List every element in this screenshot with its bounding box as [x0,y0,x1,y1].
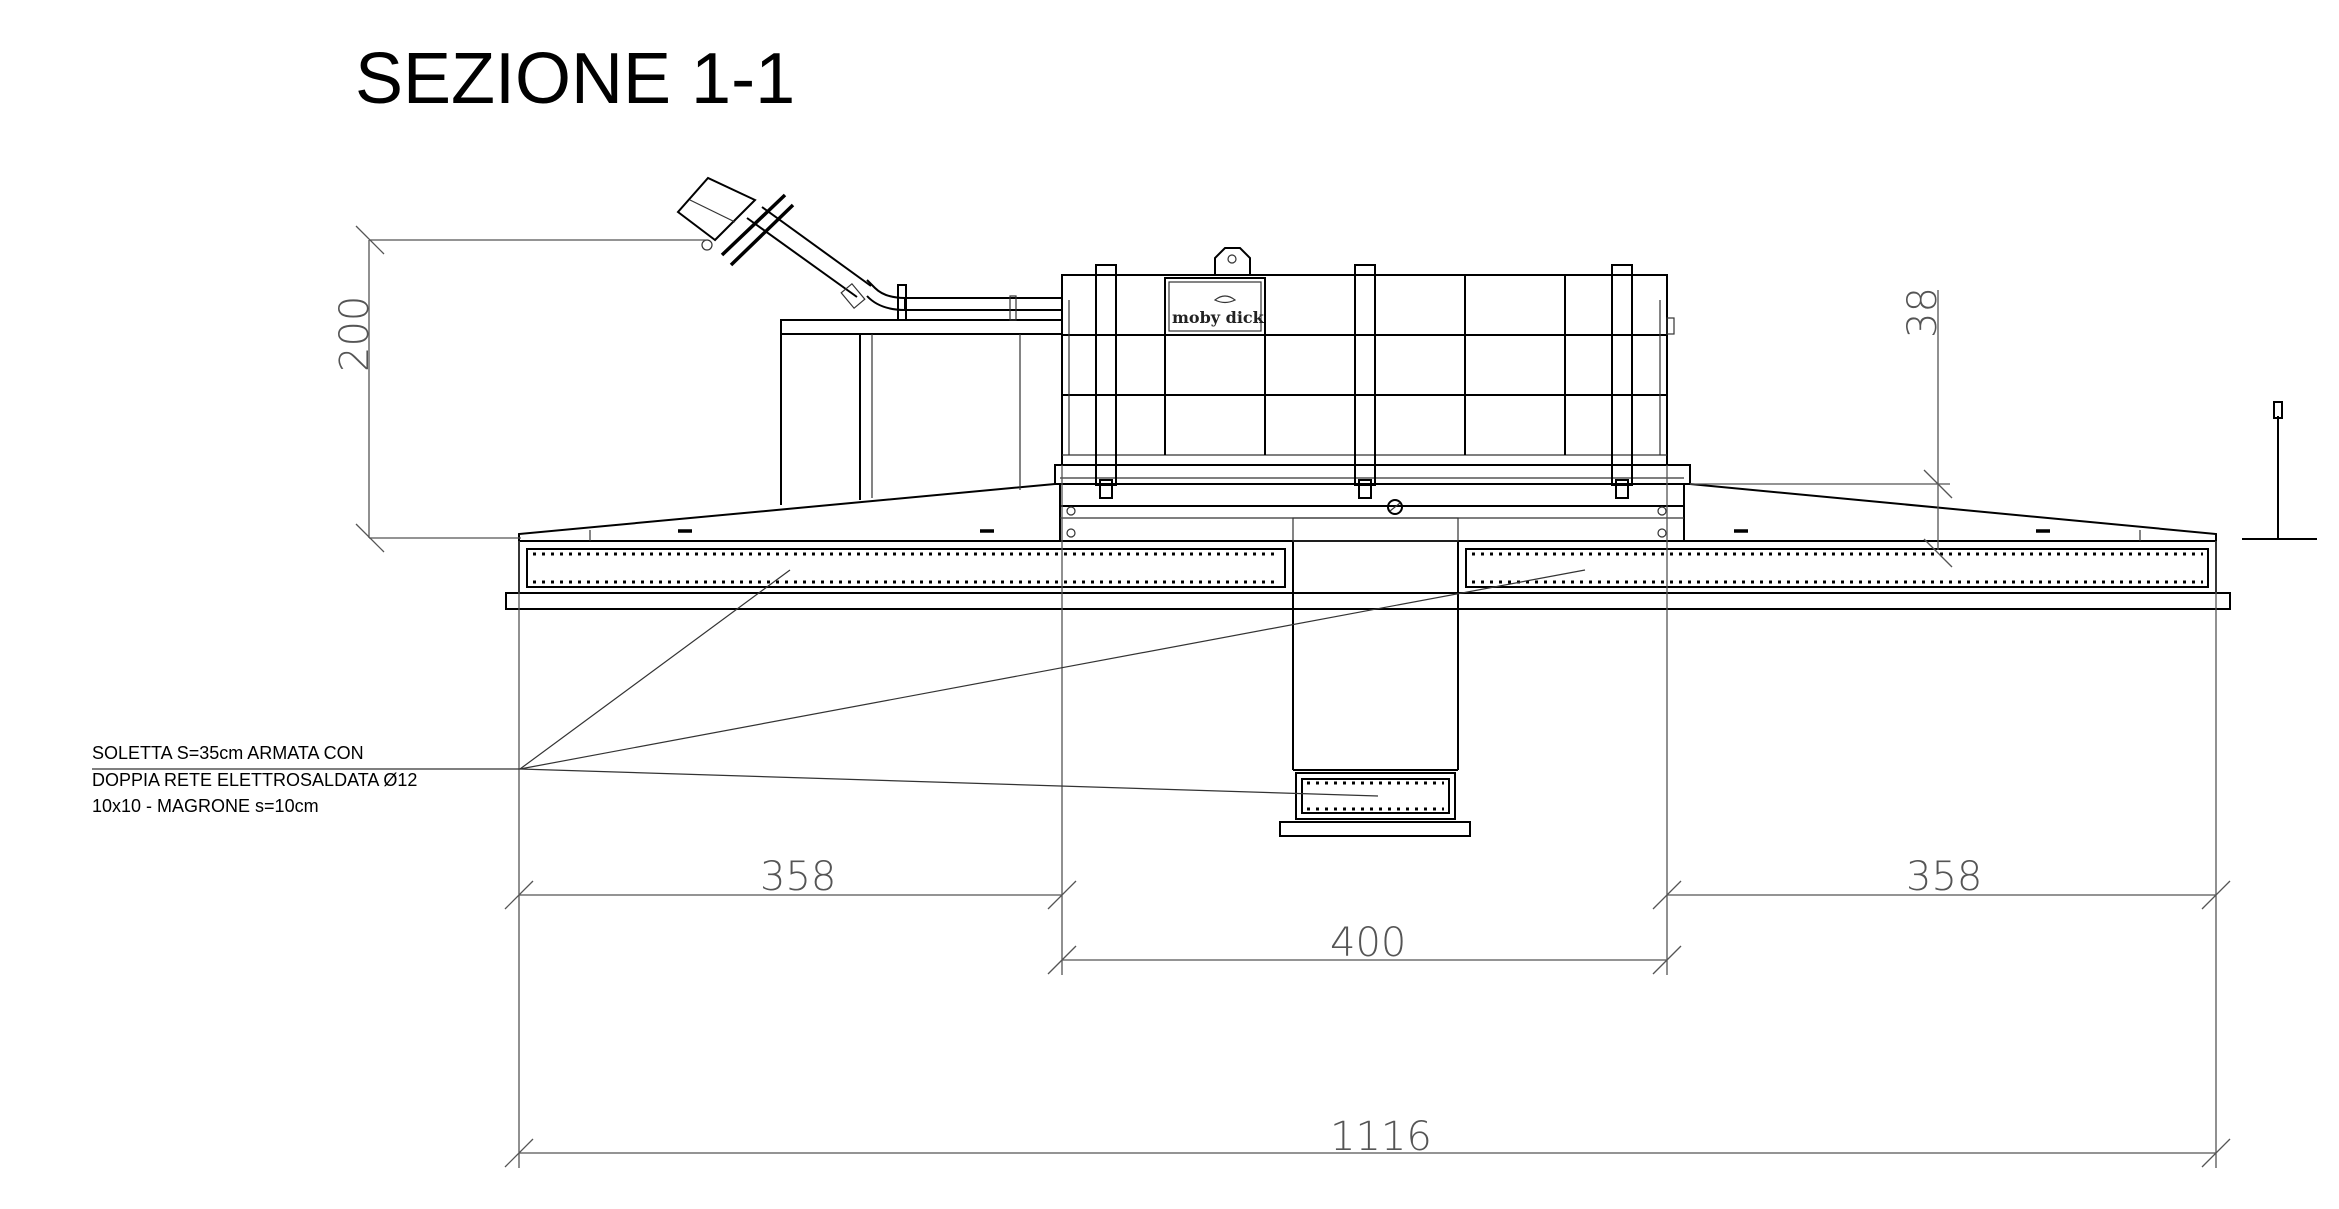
level-marker [2242,401,2317,540]
central-pit [1279,541,1471,837]
dimension-38: 38 [1690,287,1953,568]
dim-label-400: 400 [1330,920,1406,966]
tank-body: moby dick [1054,247,1691,484]
dimension-1116: 1116 [504,1114,2231,1168]
dim-label-38: 38 [1900,287,1946,338]
dim-label-358-right: 358 [1906,854,1982,900]
note-line-1: SOLETTA S=35cm ARMATA CON [92,743,364,763]
frame-posts [1095,264,1633,499]
logo-text: moby dick [1172,308,1265,327]
dim-label-1116: 1116 [1330,1114,1432,1160]
dim-label-358-left: 358 [760,854,836,900]
note-line-2: DOPPIA RETE ELETTROSALDATA Ø12 [92,770,417,790]
foundation-slab [505,540,2231,610]
inlet-assembly [676,176,1063,505]
dimension-200: 200 [332,225,708,553]
dimension-400: 400 [1047,465,1682,975]
dim-label-200: 200 [332,296,378,372]
note-line-3: 10x10 - MAGRONE s=10cm [92,796,319,816]
base-ramps [518,483,2217,542]
dimension-358-left: 358 [504,465,1077,1168]
dimension-358-right: 358 [1652,541,2231,1168]
drawing-title: SEZIONE 1-1 [355,39,795,119]
slab-note: SOLETTA S=35cm ARMATA CON DOPPIA RETE EL… [92,569,1586,816]
